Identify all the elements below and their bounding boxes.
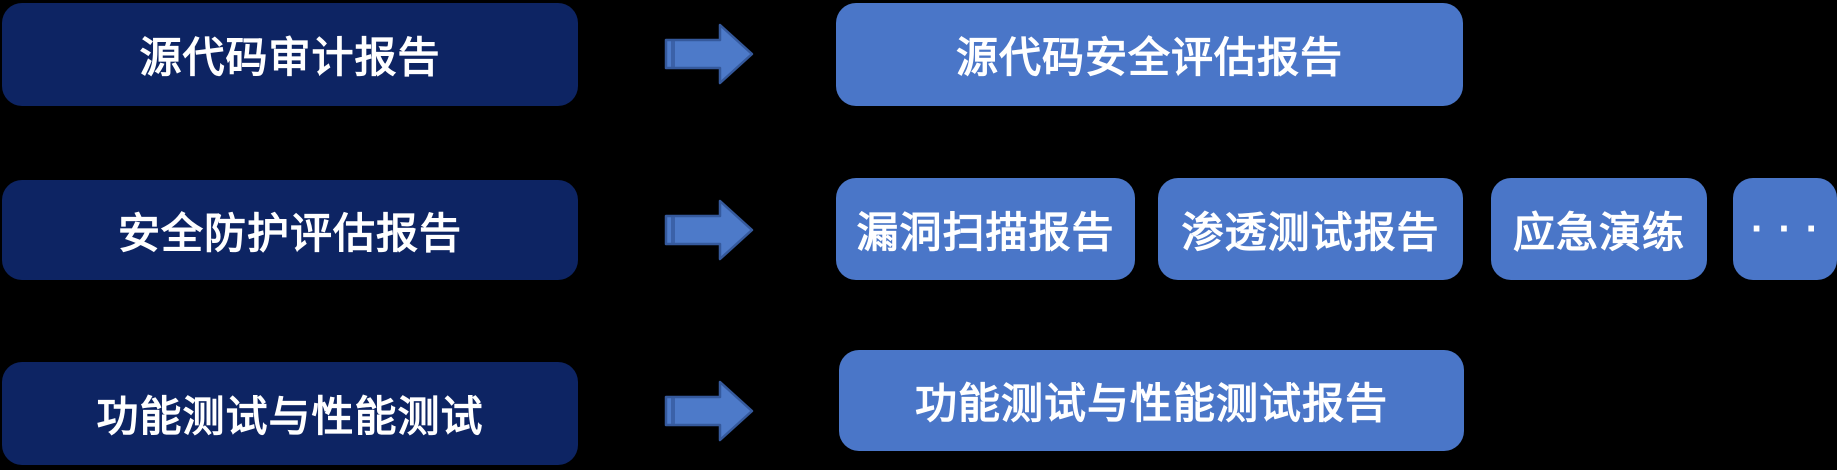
right-arrow-icon [664, 199, 754, 261]
right-arrow-icon [664, 23, 754, 85]
source-box-row3: 功能测试与性能测试 [2, 362, 578, 465]
output-box-row2-item3: 应急演练 [1491, 178, 1707, 280]
output-box-row3: 功能测试与性能测试报告 [839, 350, 1464, 451]
source-box-label: 功能测试与性能测试 [96, 393, 484, 440]
right-arrow-icon [664, 380, 754, 442]
output-box-label: 渗透测试报告 [1181, 208, 1440, 256]
output-box-label: 源代码安全评估报告 [955, 34, 1343, 81]
output-box-label: 漏洞扫描报告 [856, 208, 1115, 256]
output-box-label: 功能测试与性能测试报告 [914, 380, 1388, 427]
output-box-row2-item1: 漏洞扫描报告 [836, 178, 1135, 280]
source-box-row1: 源代码审计报告 [2, 3, 578, 106]
output-box-row2-ellipsis: ··· [1733, 178, 1837, 280]
output-box-row2-item2: 渗透测试报告 [1158, 178, 1463, 280]
output-box-row1: 源代码安全评估报告 [836, 3, 1463, 106]
source-box-label: 源代码审计报告 [139, 34, 441, 81]
source-box-row2: 安全防护评估报告 [2, 180, 578, 280]
source-box-label: 安全防护评估报告 [117, 209, 462, 257]
ellipsis-label: ··· [1751, 206, 1833, 251]
output-box-label: 应急演练 [1512, 208, 1685, 256]
